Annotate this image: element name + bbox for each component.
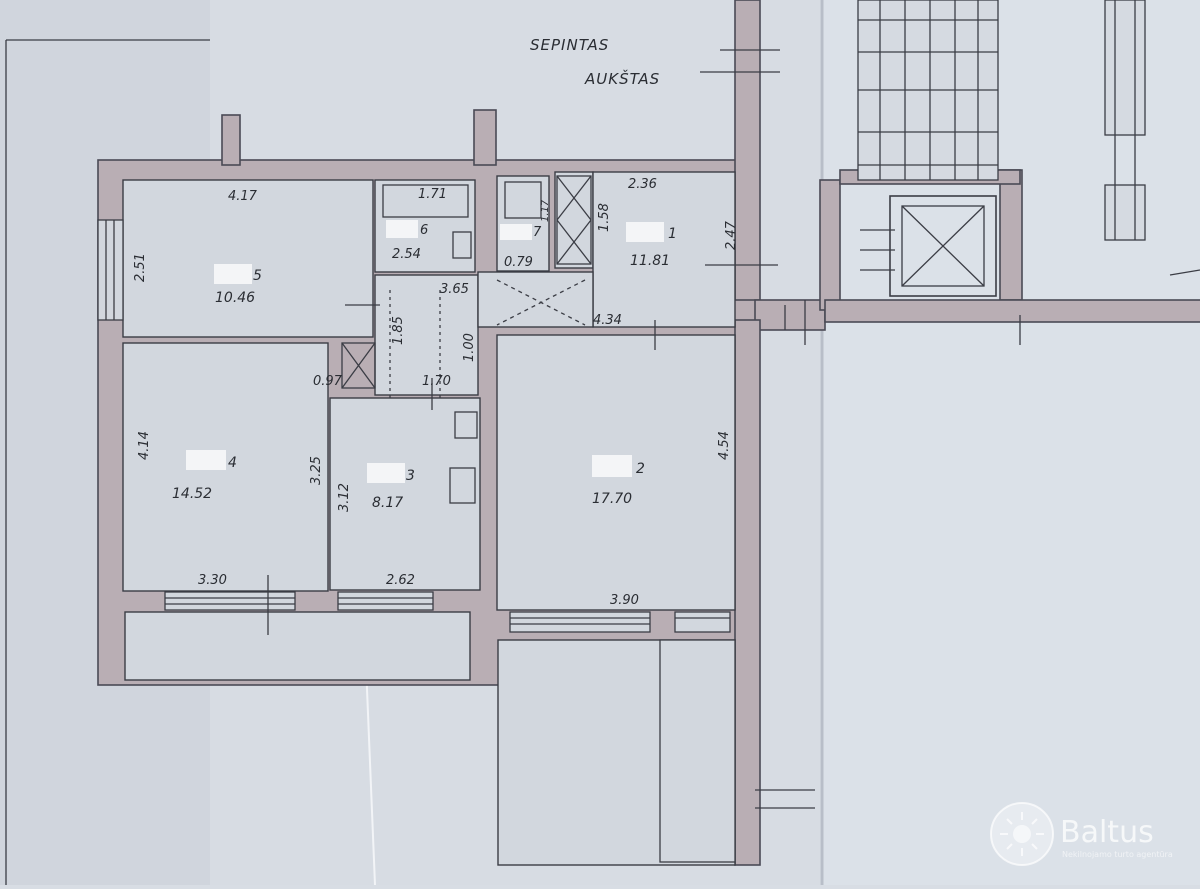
dimension-ticks xyxy=(267,49,1200,809)
storage-closet xyxy=(341,342,376,389)
room-2-number: 2 xyxy=(636,461,645,477)
room-4-area: 14.52 xyxy=(172,486,212,502)
stairwell xyxy=(857,0,1146,297)
room-3-number: 3 xyxy=(406,468,415,484)
room-7-area: 0.79 xyxy=(504,255,533,270)
dim-4-34: 4.34 xyxy=(593,313,622,328)
corridor-label-line2: AUKŠTAS xyxy=(584,69,660,88)
dim-2-36: 2.36 xyxy=(628,177,657,192)
room-6-area: 2.54 xyxy=(392,247,421,262)
windows xyxy=(97,219,736,863)
sink xyxy=(452,231,472,259)
dim-3-65: 3.65 xyxy=(440,282,469,297)
dim-3-30: 3.30 xyxy=(198,573,227,588)
room-1-outline xyxy=(592,171,736,328)
room-1-area: 11.81 xyxy=(630,253,670,269)
room-3-area: 8.17 xyxy=(372,495,403,511)
room-2-area: 17.70 xyxy=(592,491,632,507)
dim-4-17: 4.17 xyxy=(228,189,258,204)
room-4-label: 4 14.52 xyxy=(172,450,237,502)
room-7-label: 7 0.79 xyxy=(500,224,542,270)
toilet xyxy=(504,181,542,219)
room-6-label: 6 2.54 xyxy=(386,220,428,262)
room-7-outline xyxy=(496,175,550,272)
hall-upper-outline xyxy=(374,274,479,396)
room-2-label: 2 17.70 xyxy=(592,455,645,507)
dim-1-70: 1.70 xyxy=(422,374,451,389)
room-5-number: 5 xyxy=(253,268,262,284)
room-1-number: 1 xyxy=(668,226,677,242)
dim-4-14: 4.14 xyxy=(137,431,152,460)
room-5-label: 5 10.46 xyxy=(214,264,262,306)
dim-3-90: 3.90 xyxy=(610,593,639,608)
dim-4-54: 4.54 xyxy=(717,431,732,460)
room-1-label: 1 11.81 xyxy=(626,222,677,269)
stove xyxy=(449,467,476,504)
dim-1-17: 1.17 xyxy=(540,199,551,222)
bathtub xyxy=(382,184,469,218)
dim-2-51: 2.51 xyxy=(133,253,148,282)
dim-1-58: 1.58 xyxy=(597,203,612,232)
balcony-left-outline xyxy=(124,611,471,681)
watermark-brand: Baltus xyxy=(1060,815,1154,850)
elevator-shaft xyxy=(889,195,997,297)
dim-2-62: 2.62 xyxy=(386,573,415,588)
watermark-tagline: Nekilnojamo turto agentūra xyxy=(1062,850,1173,859)
dim-2-47: 2.47 xyxy=(724,220,739,250)
dim-1-85: 1.85 xyxy=(391,316,406,345)
baltus-watermark: Baltus Nekilnojamo turto agentūra xyxy=(990,802,1173,866)
fixtures xyxy=(341,175,592,504)
shaft-outline xyxy=(554,171,594,269)
room-5-outline xyxy=(122,179,374,338)
kitchen-sink xyxy=(454,411,478,439)
room-3-label: 3 8.17 xyxy=(367,463,415,511)
dimension-labels: 4.17 1.71 2.36 1.58 1.17 2.47 2.51 3.65 … xyxy=(133,177,739,608)
dim-1-00: 1.00 xyxy=(462,333,477,362)
corridor-label-line1: SEPINTAS xyxy=(530,36,609,54)
dim-0-97: 0.97 xyxy=(313,374,343,389)
room-3-outline xyxy=(329,397,481,591)
dim-1-71: 1.71 xyxy=(418,187,447,202)
room-5-area: 10.46 xyxy=(215,290,255,306)
room-7-number: 7 xyxy=(533,225,542,240)
room-4-number: 4 xyxy=(228,455,237,471)
room-6-number: 6 xyxy=(420,223,428,238)
dim-3-25: 3.25 xyxy=(309,456,324,485)
dim-3-12: 3.12 xyxy=(337,483,352,512)
